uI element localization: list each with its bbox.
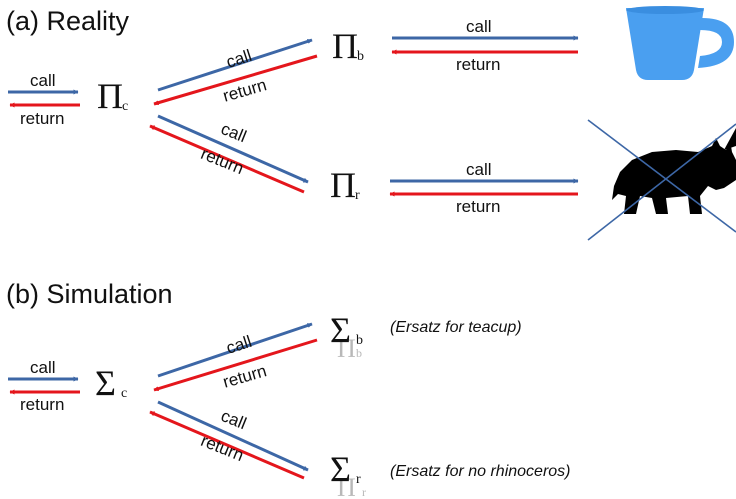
return-label: return (456, 197, 500, 216)
return-arrow (153, 54, 318, 106)
node-pi-b: Π b (332, 26, 364, 66)
edge-c-b-a: call return (153, 38, 318, 106)
call-arrow (157, 322, 313, 378)
node-subscript: b (357, 49, 364, 64)
node-subscript: c (122, 99, 128, 114)
node-pi-c: Π c (97, 76, 128, 116)
call-label: call (466, 160, 492, 179)
cross-out-icon (587, 119, 736, 241)
entry-arrows-b: call return (8, 358, 80, 414)
return-label: return (198, 431, 246, 465)
call-label: call (30, 358, 56, 377)
section-b-title: (b) Simulation (6, 279, 173, 309)
return-label: return (221, 75, 269, 106)
node-symbol: Σ (330, 449, 351, 489)
return-arrow (153, 338, 318, 392)
node-subscript: r (356, 472, 361, 487)
rhinoceros-icon (612, 128, 736, 214)
return-label: return (456, 55, 500, 74)
teacup-icon (626, 6, 734, 80)
ersatz-teacup-note: (Ersatz for teacup) (390, 319, 522, 336)
node-symbol: Π (97, 76, 123, 116)
ghost-symbol: Π (337, 473, 356, 499)
return-arrow (149, 410, 305, 480)
node-symbol: Σ (95, 363, 116, 403)
node-symbol: Σ (330, 310, 351, 350)
call-label: call (218, 406, 249, 433)
section-a-title: (a) Reality (6, 6, 130, 36)
ghost-subscript: r (362, 485, 366, 499)
node-subscript: c (121, 386, 127, 401)
call-arrow (157, 400, 309, 472)
return-label: return (198, 144, 246, 178)
edge-b-teacup: call return (391, 17, 579, 74)
edge-c-r-a: call return (149, 114, 309, 194)
call-label: call (224, 46, 254, 72)
call-label: call (218, 119, 249, 146)
node-subscript: r (355, 188, 360, 203)
node-symbol: Π (330, 165, 356, 205)
ersatz-rhino-note: (Ersatz for no rhinoceros) (390, 463, 571, 480)
call-label: call (224, 332, 254, 358)
edge-c-r-b: call return (149, 400, 309, 480)
ghost-symbol: Π (337, 334, 356, 363)
call-arrow (157, 38, 313, 92)
node-sigma-b: Π b Σ b (330, 310, 363, 363)
call-label: call (30, 71, 56, 90)
node-sigma-r: Π r Σ r (330, 449, 366, 499)
node-sigma-c: Σ c (95, 363, 127, 403)
return-arrow (149, 124, 305, 194)
edge-c-b-b: call return (153, 322, 318, 392)
return-label: return (20, 395, 64, 414)
node-symbol: Π (332, 26, 358, 66)
entry-arrows-a: call return (8, 71, 80, 128)
call-arrow (157, 114, 309, 184)
return-label: return (20, 109, 64, 128)
node-pi-r: Π r (330, 165, 360, 205)
node-subscript: b (356, 333, 363, 348)
ghost-subscript: b (356, 346, 362, 360)
call-label: call (466, 17, 492, 36)
edge-r-rhino: call return (389, 160, 579, 216)
